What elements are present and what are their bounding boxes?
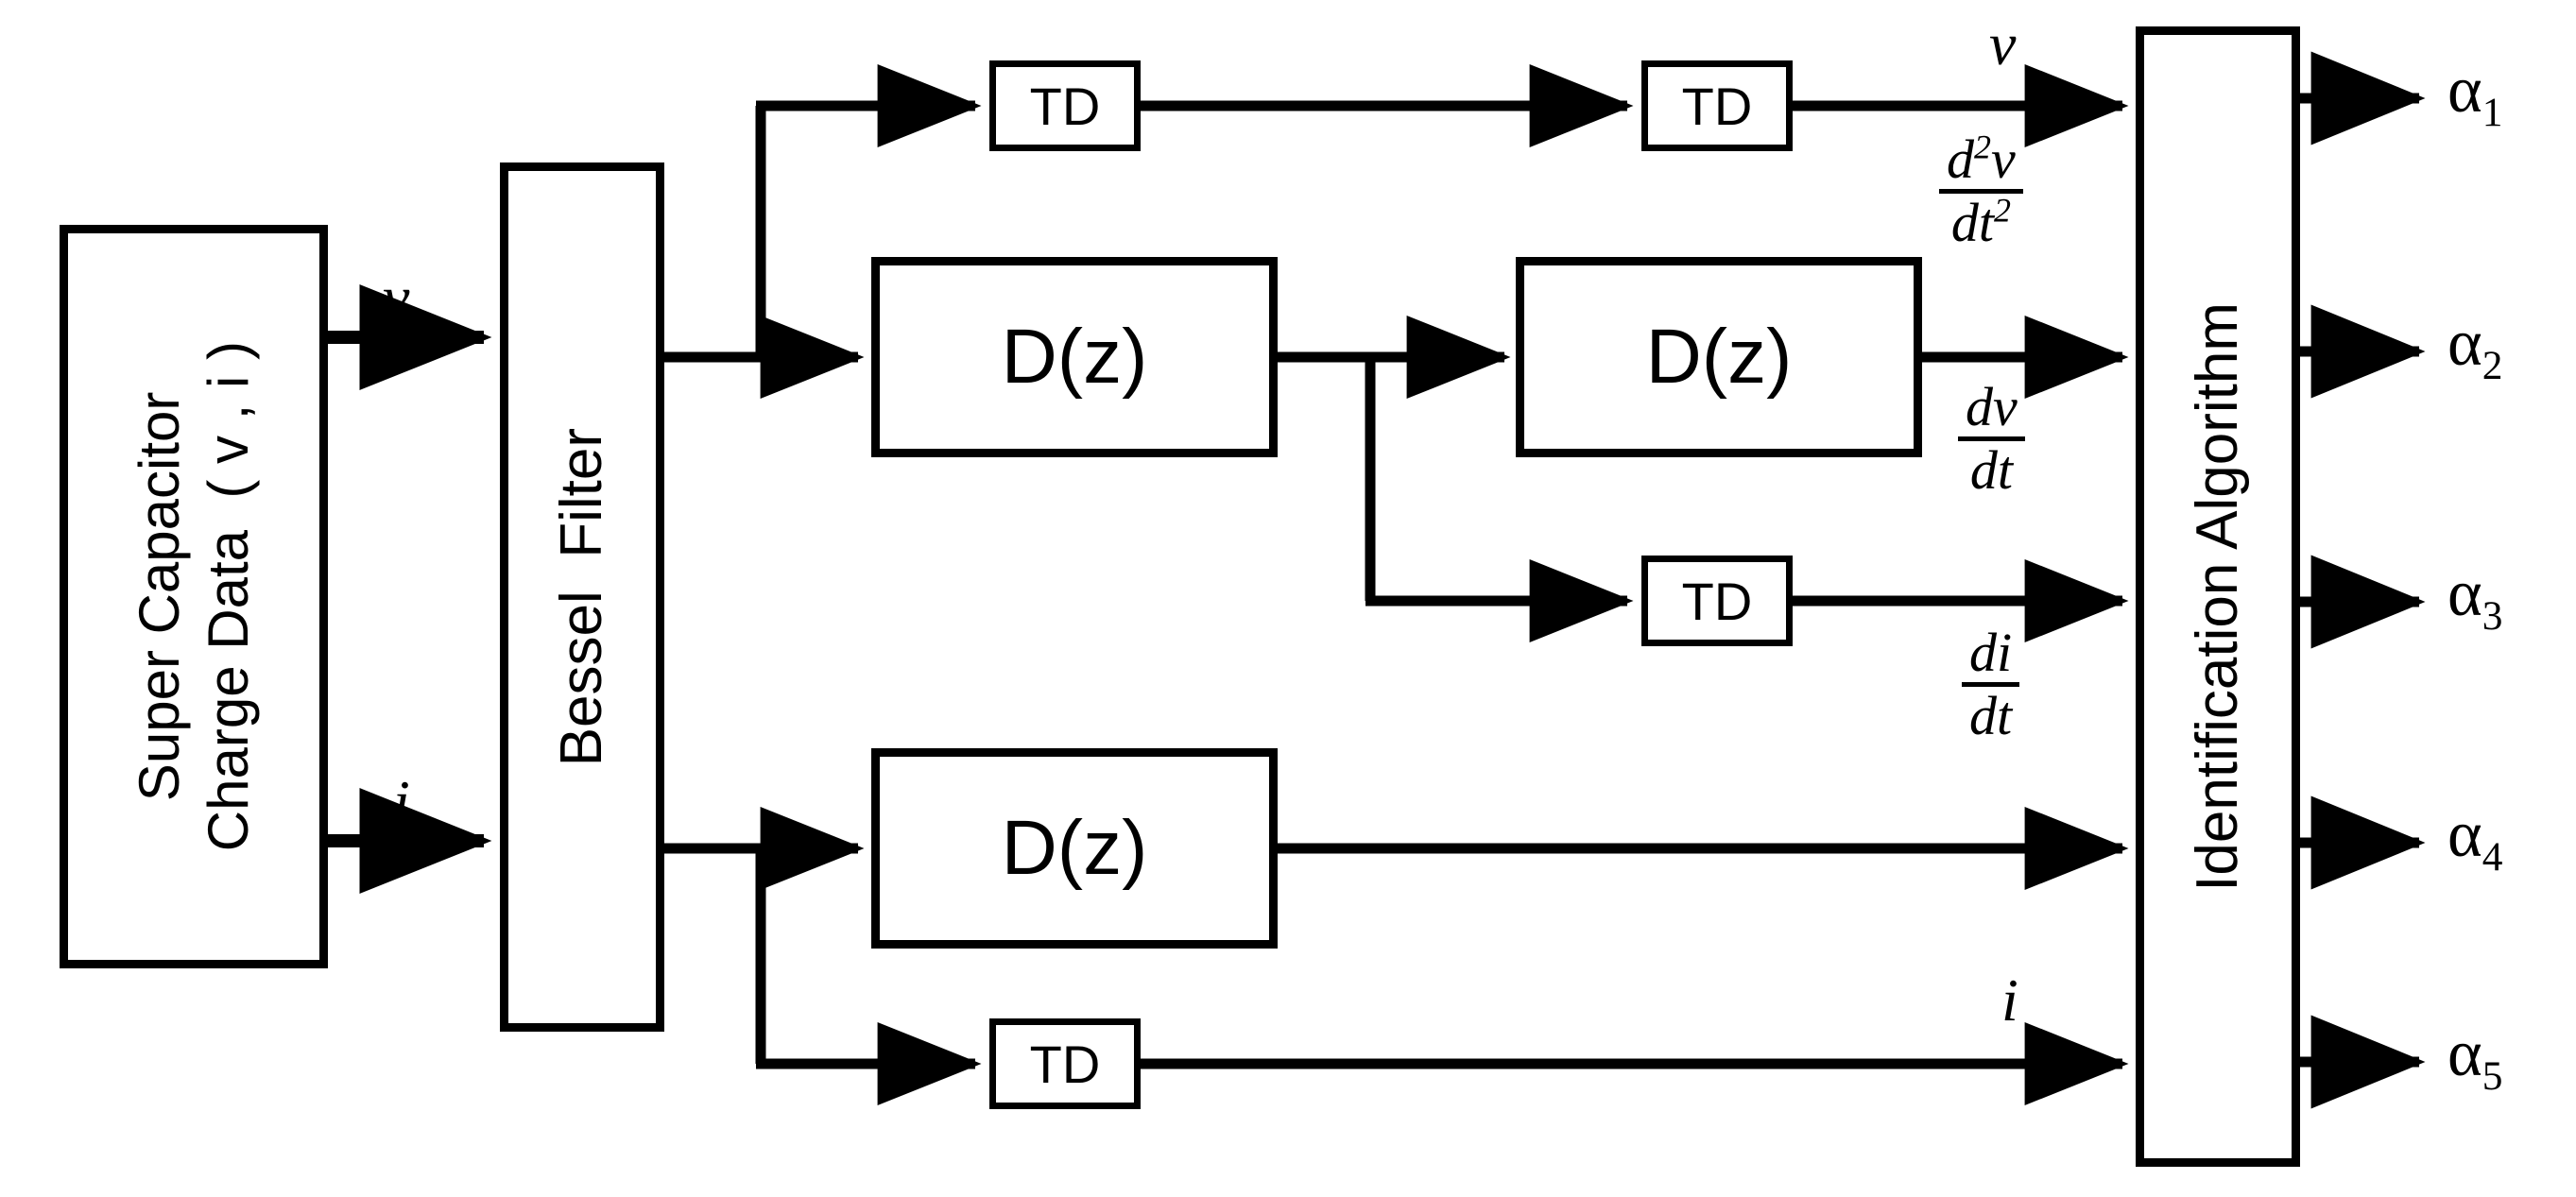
td-block-4-label: TD	[1029, 1034, 1101, 1094]
signal-di-dt-label: di dt	[1962, 622, 2020, 744]
dz-block-3[interactable]: D(z)	[871, 748, 1278, 949]
dt-denominator-2: dt	[1962, 682, 2020, 744]
output-alpha-4-label: α4	[2447, 797, 2502, 878]
alpha-index-1: 1	[2482, 90, 2503, 135]
dz-block-1-label: D(z)	[1001, 314, 1148, 400]
td-block-1-label: TD	[1029, 76, 1101, 136]
signal-i-input-label: i	[393, 768, 410, 835]
alpha-index-5: 5	[2482, 1053, 2503, 1099]
output-alpha-5-label: α5	[2447, 1017, 2502, 1097]
identification-algorithm-label: Identification Algorithm	[2185, 301, 2251, 892]
dv-numerator: dv	[1966, 376, 2018, 437]
dz-block-2[interactable]: D(z)	[1516, 257, 1922, 457]
dt2-denominator: dt2	[1939, 189, 2023, 250]
output-alpha-3-label: α3	[2447, 556, 2502, 637]
d2v-numerator: d2v	[1947, 128, 2016, 190]
dz-block-3-label: D(z)	[1001, 805, 1148, 891]
signal-v-input-label: v	[383, 264, 410, 331]
td-block-3[interactable]: TD	[1641, 556, 1793, 646]
super-capacitor-charge-data-label: Super Capacitor Charge Data ( v , i )	[127, 341, 260, 852]
td-block-2-label: TD	[1681, 76, 1753, 136]
alpha-symbol-2: α	[2447, 307, 2482, 380]
output-alpha-2-label: α2	[2447, 306, 2502, 386]
dz-block-1[interactable]: D(z)	[871, 257, 1278, 457]
signal-d2v-dt2-label: d2v dt2	[1939, 128, 2023, 250]
alpha-symbol-1: α	[2447, 54, 2482, 127]
alpha-symbol-4: α	[2447, 798, 2482, 871]
signal-i-output-label: i	[2001, 966, 2018, 1034]
bessel-filter-block[interactable]: Bessel Filter	[500, 162, 664, 1032]
td-block-2[interactable]: TD	[1641, 60, 1793, 151]
super-capacitor-charge-data-block[interactable]: Super Capacitor Charge Data ( v , i )	[60, 225, 328, 968]
td-block-3-label: TD	[1681, 571, 1753, 631]
dt-denominator: dt	[1958, 436, 2025, 498]
alpha-index-2: 2	[2482, 343, 2503, 388]
alpha-symbol-3: α	[2447, 557, 2482, 630]
td-block-4[interactable]: TD	[989, 1018, 1141, 1109]
dz-block-2-label: D(z)	[1645, 314, 1793, 400]
alpha-symbol-5: α	[2447, 1017, 2482, 1090]
signal-v-output-label: v	[1989, 10, 2017, 77]
identification-algorithm-block[interactable]: Identification Algorithm	[2136, 26, 2300, 1167]
bessel-filter-label: Bessel Filter	[549, 427, 615, 767]
signal-dv-dt-label: dv dt	[1958, 380, 2025, 498]
output-alpha-1-label: α1	[2447, 53, 2502, 133]
td-block-1[interactable]: TD	[989, 60, 1141, 151]
alpha-index-4: 4	[2482, 834, 2503, 880]
di-numerator: di	[1969, 622, 2013, 683]
alpha-index-3: 3	[2482, 593, 2503, 639]
